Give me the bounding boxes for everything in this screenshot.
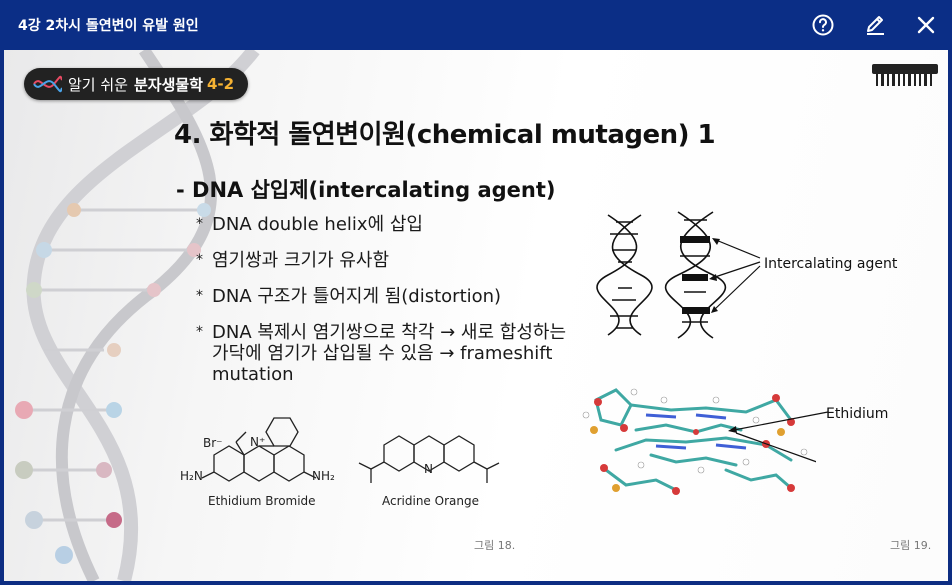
bullet-text: DNA 복제시 염기쌍으로 착각 → 새로 합성하는	[212, 322, 567, 343]
close-button[interactable]	[911, 10, 941, 40]
lecture-slide: 알기 쉬운 분자생물학 4-2 4. 화학적 돌연변이원(chemical mu…	[4, 50, 948, 581]
bullet-item: * 염기쌍과 크기가 유사함	[196, 250, 389, 271]
bullet-item: * DNA 구조가 틀어지게 됨(distortion)	[196, 286, 501, 307]
course-badge: 알기 쉬운 분자생물학 4-2	[24, 68, 249, 100]
corner-logo-icon	[872, 64, 938, 86]
title-bar: 4강 2차시 돌연변이 유발 원인	[0, 0, 952, 50]
close-icon	[917, 16, 935, 34]
amine-right-label: NH₂	[312, 469, 335, 483]
course-number: 4-2	[206, 75, 235, 93]
ethidium-bromide-caption: Ethidium Bromide	[208, 494, 316, 508]
course-name: 분자생물학	[133, 75, 203, 94]
ethidium-pointer-arrow	[728, 411, 829, 433]
figure-19-number: 그림 19.	[890, 539, 932, 552]
bullet-text: 염기쌍과 크기가 유사함	[212, 250, 390, 271]
ethidium-label: Ethidium	[826, 406, 889, 422]
intercalation-diagram	[596, 211, 761, 339]
acridine-nitrogen-label: N	[424, 462, 433, 476]
slide-heading: 4. 화학적 돌연변이원(chemical mutagen) 1	[174, 120, 716, 150]
course-prefix: 알기 쉬운	[68, 75, 128, 94]
dna-helix-decoration-icon	[15, 50, 260, 581]
help-button[interactable]	[808, 10, 838, 40]
window-title: 4강 2차시 돌연변이 유발 원인	[18, 18, 199, 34]
dna-logo-icon	[33, 75, 62, 93]
figure-18-number: 그림 18.	[474, 539, 516, 552]
slide-subheading: - DNA 삽입제(intercalating agent)	[176, 178, 556, 202]
question-circle-icon	[812, 14, 834, 36]
bullet-text: DNA double helix에 삽입	[212, 214, 423, 235]
bullet-marker: *	[196, 288, 203, 304]
acridine-orange-structure	[358, 435, 500, 483]
bromide-label: Br⁻	[203, 436, 223, 450]
bullet-text: mutation	[212, 364, 294, 385]
bullet-marker: *	[196, 252, 203, 268]
nitrogen-plus-label: N⁺	[250, 435, 266, 449]
bullet-marker: *	[196, 216, 203, 232]
bullet-item: * DNA double helix에 삽입	[196, 214, 423, 235]
ethidium-bromide-structure	[201, 417, 317, 482]
slide-background	[4, 50, 948, 581]
acridine-orange-caption: Acridine Orange	[382, 494, 479, 508]
ethidium-molecular-model	[582, 388, 816, 495]
edit-button[interactable]	[860, 10, 890, 40]
bullet-text: 가닥에 염기가 삽입될 수 있음 → frameshift	[212, 343, 553, 364]
intercalating-agent-label: Intercalating agent	[764, 256, 898, 272]
bullet-marker: *	[196, 324, 203, 340]
bullet-item: * DNA 복제시 염기쌍으로 착각 → 새로 합성하는 가닥에 염기가 삽입될 …	[196, 322, 566, 385]
pencil-icon	[867, 16, 884, 35]
bullet-text: DNA 구조가 틀어지게 됨(distortion)	[212, 286, 502, 307]
amine-left-label: H₂N	[180, 469, 203, 483]
